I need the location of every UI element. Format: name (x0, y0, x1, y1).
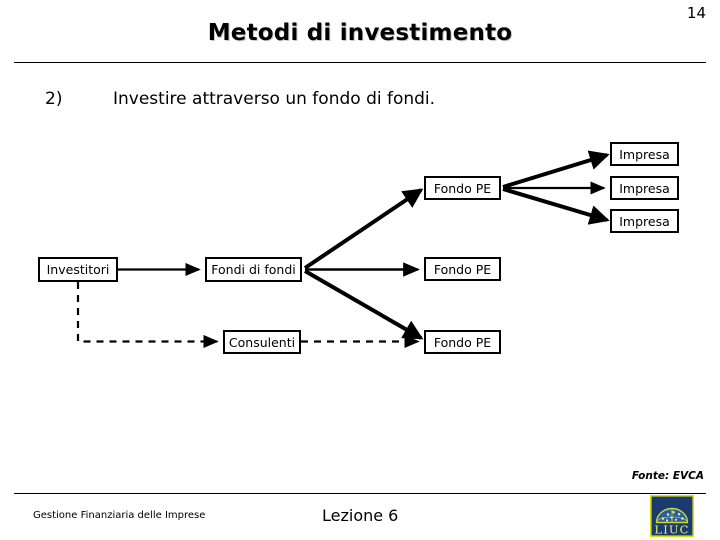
edge-fondo-pe-1-impresa-3 (502, 187, 610, 225)
node-fondo-pe-middle[interactable]: Fondo PE (424, 257, 501, 281)
node-fondo-pe-bottom[interactable]: Fondo PE (424, 330, 501, 354)
liuc-logo-text: LIUC (654, 523, 689, 537)
edge-fondi-fondi-fondo-pe-3 (303, 269, 424, 340)
node-investitori[interactable]: Investitori (38, 257, 118, 282)
node-consulenti[interactable]: Consulenti (223, 330, 301, 354)
footer-course-name: Gestione Finanziaria delle Imprese (33, 510, 206, 521)
footer-lesson: Lezione 6 (322, 506, 399, 525)
node-impresa-middle[interactable]: Impresa (610, 176, 679, 200)
bullet-text: Investire attraverso un fondo di fondi. (113, 89, 436, 109)
liuc-logo: LIUC (650, 495, 694, 537)
node-impresa-top[interactable]: Impresa (610, 142, 679, 166)
edge-fondo-pe-1-impresa-1 (502, 150, 610, 189)
edge-investitori-consulenti (76, 282, 219, 349)
page-title: Metodi di investimento (207, 20, 513, 46)
page-number: 14 (686, 4, 706, 22)
edge-fondi-fondi-fondo-pe-1 (303, 188, 424, 270)
footer-divider (14, 493, 706, 494)
node-fondi-di-fondi[interactable]: Fondi di fondi (205, 257, 302, 282)
source-note: Fonte: EVCA (631, 470, 704, 482)
title-divider (14, 62, 706, 63)
node-impresa-bottom[interactable]: Impresa (610, 209, 679, 233)
bullet-number: 2) (45, 89, 63, 109)
node-fondo-pe-top[interactable]: Fondo PE (424, 176, 501, 200)
